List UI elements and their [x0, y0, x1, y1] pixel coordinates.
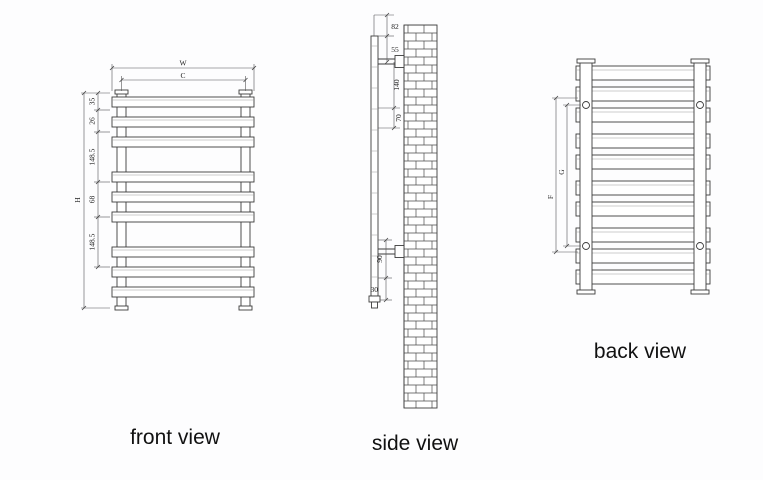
panel	[111, 286, 255, 298]
dim-label-70: 70	[394, 114, 403, 122]
panel	[575, 201, 711, 217]
dim-label-140: 140	[392, 79, 401, 91]
front-panels	[111, 96, 255, 298]
rail-left	[579, 61, 593, 292]
brick-wall	[403, 24, 438, 409]
dim-label-55: 55	[391, 45, 399, 54]
valve-fitting	[371, 301, 378, 309]
dim-label-f: F	[546, 195, 555, 199]
dim-label-148-upper: 148.5	[88, 148, 97, 165]
back-panels	[575, 65, 711, 285]
panel	[575, 65, 711, 81]
panel	[575, 107, 711, 123]
panel	[111, 266, 255, 278]
panel	[111, 116, 255, 128]
rail-cap	[238, 305, 253, 311]
panel	[111, 96, 255, 108]
dim-label-h: H	[73, 197, 82, 203]
side-dims-lower: 90 30	[371, 237, 392, 303]
panel	[111, 246, 255, 258]
wall-brackets	[378, 55, 405, 258]
back-view-label: back view	[594, 340, 687, 363]
front-dim-height: H	[73, 90, 110, 311]
dim-label-35: 35	[88, 98, 97, 106]
bracket-block	[394, 55, 405, 68]
dim-label-w: W	[179, 59, 187, 68]
side-dims-upper: 82 55 140 70	[373, 12, 403, 131]
mounting-point	[696, 242, 704, 250]
side-view: 82 55 140 70 90 30	[368, 12, 438, 409]
panel	[575, 269, 711, 285]
panel	[111, 191, 255, 203]
dim-label-26: 26	[88, 117, 97, 125]
panel	[111, 171, 255, 183]
front-dim-centres: C	[119, 71, 248, 91]
rail-cap	[576, 289, 596, 295]
dim-label-82: 82	[391, 22, 399, 31]
rail-right	[693, 61, 707, 292]
panel	[575, 133, 711, 149]
front-dim-chain: 35 26 148.5 68 148.5	[88, 90, 110, 270]
back-view: G F	[546, 58, 711, 295]
front-view: W C H	[73, 59, 257, 311]
dim-label-68: 68	[88, 196, 97, 204]
side-view-label: side view	[372, 432, 459, 455]
panel	[575, 248, 711, 264]
back-dim-g: G	[557, 102, 581, 249]
dim-label-c: C	[180, 71, 185, 80]
dim-label-148-lower: 148.5	[88, 233, 97, 250]
panel	[111, 211, 255, 223]
bracket-block	[394, 245, 405, 258]
mounting-point	[582, 242, 590, 250]
rail-cap	[690, 289, 710, 295]
panel	[575, 86, 711, 102]
back-rails	[576, 58, 710, 295]
front-view-label: front view	[130, 426, 221, 449]
front-dim-width: W	[109, 59, 257, 91]
panel	[575, 180, 711, 196]
mounting-point	[696, 101, 704, 109]
dim-label-90: 90	[375, 255, 384, 263]
panel	[111, 136, 255, 148]
back-dim-f: F	[546, 95, 578, 255]
panel	[575, 154, 711, 170]
mounting-point	[582, 101, 590, 109]
radiator-profile	[368, 35, 381, 309]
panel	[575, 227, 711, 243]
dim-label-g: G	[557, 169, 566, 175]
dim-label-30: 30	[371, 285, 379, 294]
rail-cap	[690, 58, 710, 64]
rail-cap	[576, 58, 596, 64]
valve-fitting	[368, 295, 381, 303]
rail-cap	[114, 305, 129, 311]
